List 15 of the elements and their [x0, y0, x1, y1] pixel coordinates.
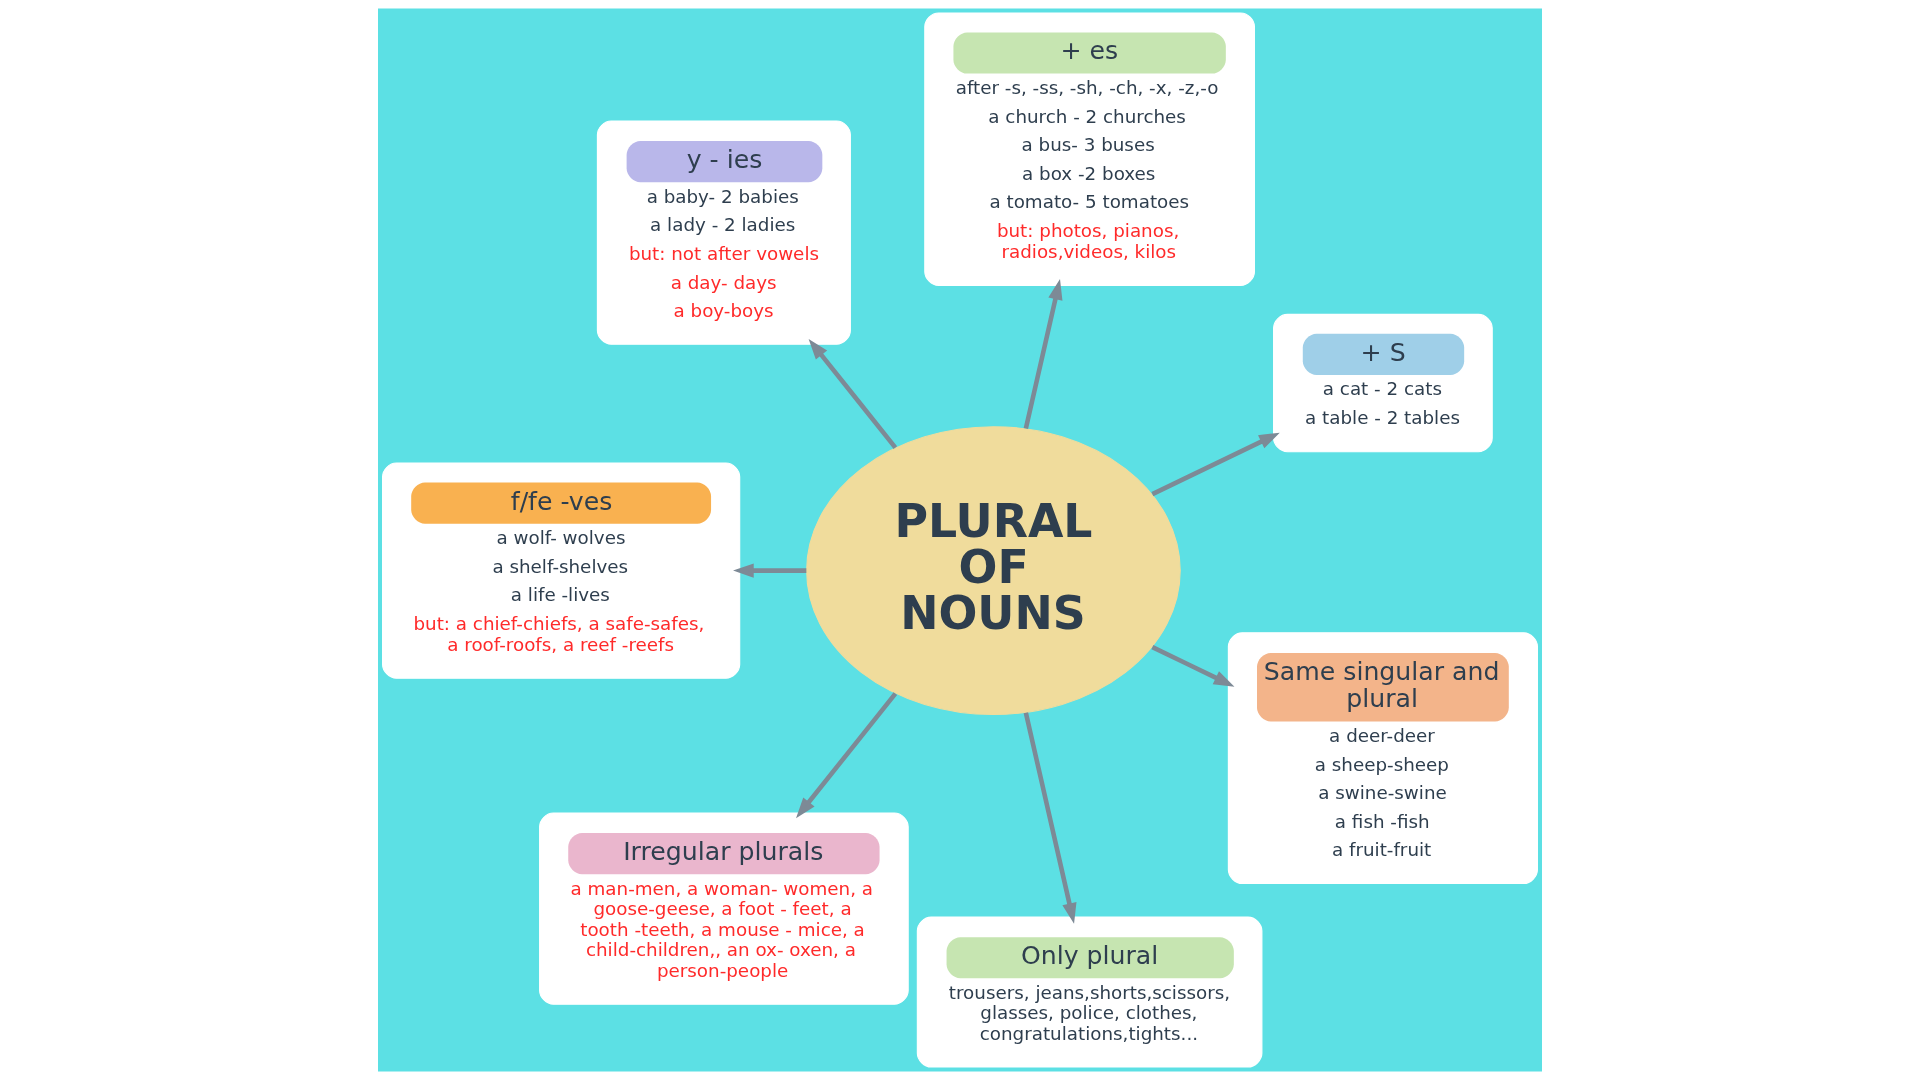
node-box: + es after -s, -ss, -sh, -ch, -x, -z,-o a church - 2 churches a bus- 3 buses a box -2 boxes a tomato- 5 tomatoes but: photos, pianos, radios,videos, kilos — [924, 12, 1255, 286]
arrow — [1151, 432, 1280, 497]
arrow — [1023, 278, 1063, 430]
node-ellipse: PLURAL OF NOUNS — [806, 426, 1181, 716]
node-box: Same singular and plural a deer-deer a sheep-sheep a swine-swine a fish -fish a fruit-fruit — [1227, 632, 1538, 885]
arrow — [796, 692, 898, 819]
node-box: y - ies a baby- 2 babies a lady - 2 ladies but: not after vowels a day- days a boy-boys — [596, 120, 851, 345]
arrow — [1023, 712, 1077, 924]
arrow — [733, 563, 807, 578]
node-box: + S a cat - 2 cats a table - 2 tables — [1273, 313, 1493, 453]
node-box: f/fe -ves a wolf- wolves a shelf-shelves a life -lives but: a chief-chiefs, a safe-safes, a roof-roofs, a reef -reefs — [382, 462, 741, 679]
node-box: Only plural trousers, jeans,shorts,scissors, glasses, police, clothes, congratulations,tights... — [916, 916, 1263, 1068]
arrow — [1151, 645, 1235, 687]
node-box: Irregular plurals a man-men, a woman- women, a goose-geese, a foot - feet, a tooth -teeth, a mouse - mice, a child-children,, an ox- oxen, a person-people — [539, 812, 909, 1005]
arrow — [808, 338, 898, 450]
